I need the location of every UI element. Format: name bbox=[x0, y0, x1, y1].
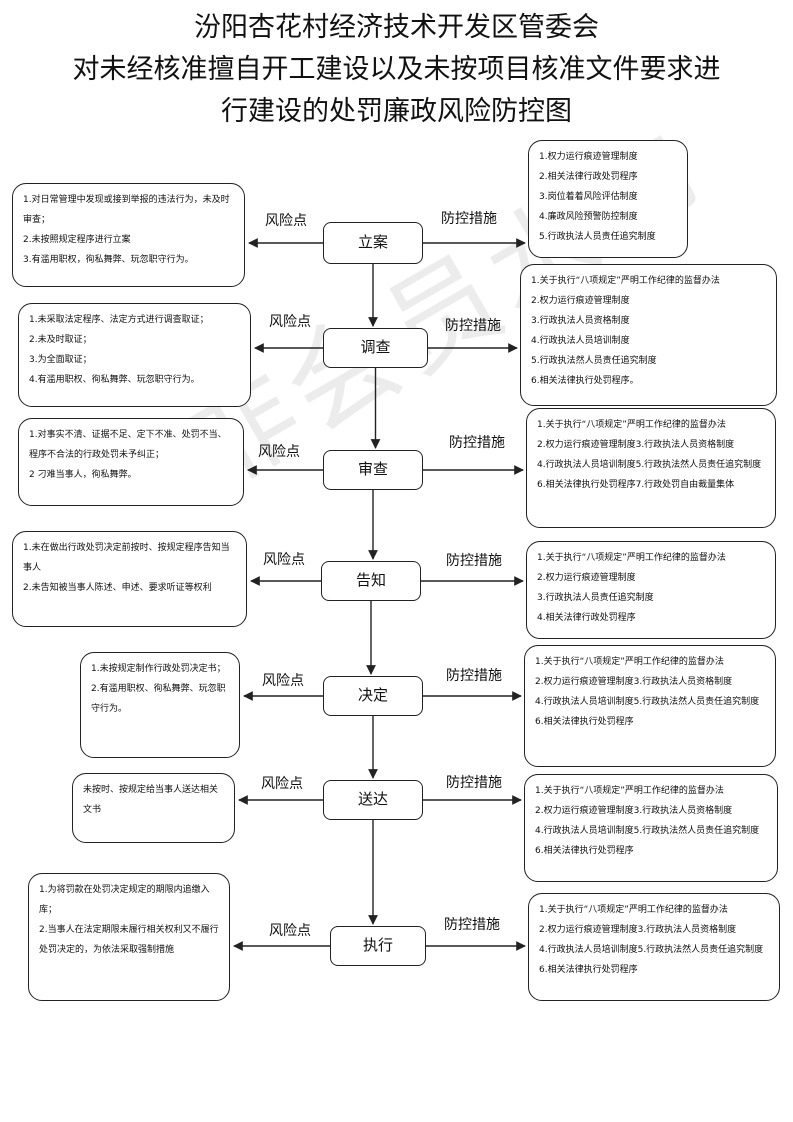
control-item: 1.关于执行“八项规定”严明工作纪律的监督办法 bbox=[531, 276, 720, 286]
risk-box-2: 1.未采取法定程序、法定方式进行调查取证； 2.未及时取证； 3.为全面取证； 4.有… bbox=[18, 303, 251, 407]
risk-box-5: 1.未按规定制作行政处罚决定书； 2.有滥用职权、徇私舞弊、玩忽职守行为。 bbox=[80, 652, 240, 758]
risk-item: 1.对日常管理中发现或接到举报的违法行为，未及时审查； bbox=[23, 195, 230, 225]
control-item: 6.相关法律执行处罚程序。 bbox=[531, 376, 639, 386]
step-box-4: 告知 bbox=[321, 561, 421, 601]
step-box-7: 执行 bbox=[330, 926, 426, 966]
control-item: 5.行政执法人员责任追究制度 bbox=[539, 232, 656, 242]
risk-item: 1.未在做出行政处罚决定前按时、按规定程序告知当事人 bbox=[23, 543, 230, 573]
control-box-5: 1.关于执行“八项规定”严明工作纪律的监督办法 2.权力运行痕迹管理制度3.行政执… bbox=[524, 645, 776, 767]
risk-label-3: 风险点 bbox=[258, 444, 300, 460]
control-box-6: 1.关于执行“八项规定”严明工作纪律的监督办法 2.权力运行痕迹管理制度3.行政执… bbox=[524, 774, 778, 882]
risk-box-6: 未按时、按规定给当事人送达相关文书 bbox=[72, 773, 235, 843]
control-item: 4.行政执法人员培训制度5.行政执法然人员责任追究制度 6.相关法律执行处罚程序 bbox=[539, 945, 764, 975]
control-item: 1.权力运行痕迹管理制度 bbox=[539, 152, 638, 162]
control-item: 3.行政执法人员责任追究制度 bbox=[537, 593, 654, 603]
step-box-5: 决定 bbox=[323, 676, 423, 716]
risk-item: 3.有滥用职权，徇私舞弊、玩忽职守行为。 bbox=[23, 255, 194, 265]
control-label-3: 防控措施 bbox=[449, 435, 505, 451]
risk-item: 2.有滥用职权、徇私舞弊、玩忽职守行为。 bbox=[91, 684, 226, 714]
risk-item: 1.对事实不清、证据不足、定下不准、处罚不当、程序不合法的行政处罚未予纠正； bbox=[29, 430, 227, 460]
control-item: 4.行政执法人员培训制度 bbox=[531, 336, 630, 346]
control-item: 5.行政执法然人员责任追究制度 bbox=[531, 356, 657, 366]
step-box-1: 立案 bbox=[323, 222, 423, 264]
risk-item: 2.未及时取证； bbox=[29, 335, 92, 345]
control-label-7: 防控措施 bbox=[444, 917, 500, 933]
control-box-1: 1.权力运行痕迹管理制度 2.相关法律行政处罚程序 3.岗位着着风险评估制度 4.廉政… bbox=[528, 140, 688, 258]
step-box-2: 调查 bbox=[323, 328, 428, 368]
control-item: 4.相关法律行政处罚程序 bbox=[537, 613, 636, 623]
control-item: 3.行政执法人员资格制度 bbox=[531, 316, 630, 326]
control-item: 4.行政执法人员培训制度5.行政执法然人员责任追究制度 bbox=[537, 460, 762, 470]
risk-item: 1.为将罚款在处罚决定规定的期限内追缴入库； bbox=[39, 885, 210, 915]
risk-item: 2.当事人在法定期限未履行相关权利又不履行处罚决定的，为依法采取强制措施 bbox=[39, 925, 219, 955]
control-item: 2.权力运行痕迹管理制度3.行政执法人员资格制度 bbox=[535, 677, 733, 687]
control-item: 2.权力运行痕迹管理制度 bbox=[537, 573, 636, 583]
control-label-2: 防控措施 bbox=[445, 318, 501, 334]
control-label-6: 防控措施 bbox=[446, 775, 502, 791]
control-label-1: 防控措施 bbox=[441, 211, 497, 227]
risk-item: 3.为全面取证； bbox=[29, 355, 92, 365]
risk-item: 2.未告知被当事人陈述、申述、要求听证等权利 bbox=[23, 583, 212, 593]
control-item: 4.廉政风险预警防控制度 bbox=[539, 212, 638, 222]
risk-label-1: 风险点 bbox=[265, 213, 307, 229]
control-item: 1.关于执行“八项规定”严明工作纪律的监督办法 bbox=[535, 657, 724, 667]
control-item: 2.权力运行痕迹管理制度 bbox=[531, 296, 630, 306]
control-item: 1.关于执行“八项规定”严明工作纪律的监督办法 bbox=[537, 420, 726, 430]
page-title-line-2: 对未经核准擅自开工建设以及未按项目核准文件要求进 bbox=[72, 54, 721, 85]
risk-box-3: 1.对事实不清、证据不足、定下不准、处罚不当、程序不合法的行政处罚未予纠正； 2 … bbox=[18, 418, 244, 506]
risk-label-5: 风险点 bbox=[262, 673, 304, 689]
risk-label-7: 风险点 bbox=[269, 923, 311, 939]
risk-item: 未按时、按规定给当事人送达相关文书 bbox=[83, 785, 219, 815]
control-box-3: 1.关于执行“八项规定”严明工作纪律的监督办法 2.权力运行痕迹管理制度3.行政执… bbox=[526, 408, 776, 528]
risk-label-6: 风险点 bbox=[261, 776, 303, 792]
risk-item: 4.有滥用职权、徇私舞弊、玩忽职守行为。 bbox=[29, 375, 200, 385]
control-box-4: 1.关于执行“八项规定”严明工作纪律的监督办法 2.权力运行痕迹管理制度 3.行政执… bbox=[526, 541, 776, 639]
step-box-3: 审查 bbox=[323, 450, 423, 490]
risk-label-4: 风险点 bbox=[263, 552, 305, 568]
step-box-6: 送达 bbox=[323, 780, 423, 820]
control-item: 4.行政执法人员培训制度5.行政执法然人员责任追究制度 6.相关法律执行处罚程序 bbox=[535, 697, 760, 727]
risk-box-4: 1.未在做出行政处罚决定前按时、按规定程序告知当事人 2.未告知被当事人陈述、申述… bbox=[12, 531, 247, 627]
risk-box-7: 1.为将罚款在处罚决定规定的期限内追缴入库； 2.当事人在法定期限未履行相关权利又… bbox=[28, 873, 230, 1001]
risk-item: 1.未采取法定程序、法定方式进行调查取证； bbox=[29, 315, 209, 325]
control-item: 1.关于执行“八项规定”严明工作纪律的监督办法 bbox=[535, 786, 724, 796]
risk-item: 2 刁难当事人，徇私舞弊。 bbox=[29, 470, 137, 480]
risk-item: 1.未按规定制作行政处罚决定书； bbox=[91, 664, 226, 674]
control-item: 2.权力运行痕迹管理制度3.行政执法人员资格制度 bbox=[539, 925, 737, 935]
risk-item: 2.未按照规定程序进行立案 bbox=[23, 235, 131, 245]
risk-box-1: 1.对日常管理中发现或接到举报的违法行为，未及时审查； 2.未按照规定程序进行立案… bbox=[12, 183, 245, 287]
control-item: 2.权力运行痕迹管理制度3.行政执法人员资格制度 bbox=[535, 806, 733, 816]
control-item: 2.相关法律行政处罚程序 bbox=[539, 172, 638, 182]
control-box-7: 1.关于执行“八项规定”严明工作纪律的监督办法 2.权力运行痕迹管理制度3.行政执… bbox=[528, 893, 780, 1001]
page-title-line-1: 汾阳杏花村经济技术开发区管委会 bbox=[194, 12, 599, 43]
control-item: 1.关于执行“八项规定”严明工作纪律的监督办法 bbox=[537, 553, 726, 563]
control-label-5: 防控措施 bbox=[446, 668, 502, 684]
control-item: 1.关于执行“八项规定”严明工作纪律的监督办法 bbox=[539, 905, 728, 915]
control-item: 4.行政执法人员培训制度5.行政执法然人员责任追究制度 6.相关法律执行处罚程序 bbox=[535, 826, 760, 856]
control-box-2: 1.关于执行“八项规定”严明工作纪律的监督办法 2.权力运行痕迹管理制度 3.行政执… bbox=[520, 264, 777, 406]
control-item: 6.相关法律执行处罚程序7.行政处罚自由裁量集体 bbox=[537, 480, 735, 490]
control-label-4: 防控措施 bbox=[446, 553, 502, 569]
page-title-line-3: 行建设的处罚廉政风险防控图 bbox=[221, 96, 572, 127]
control-item: 3.岗位着着风险评估制度 bbox=[539, 192, 638, 202]
risk-label-2: 风险点 bbox=[269, 314, 311, 330]
control-item: 2.权力运行痕迹管理制度3.行政执法人员资格制度 bbox=[537, 440, 735, 450]
